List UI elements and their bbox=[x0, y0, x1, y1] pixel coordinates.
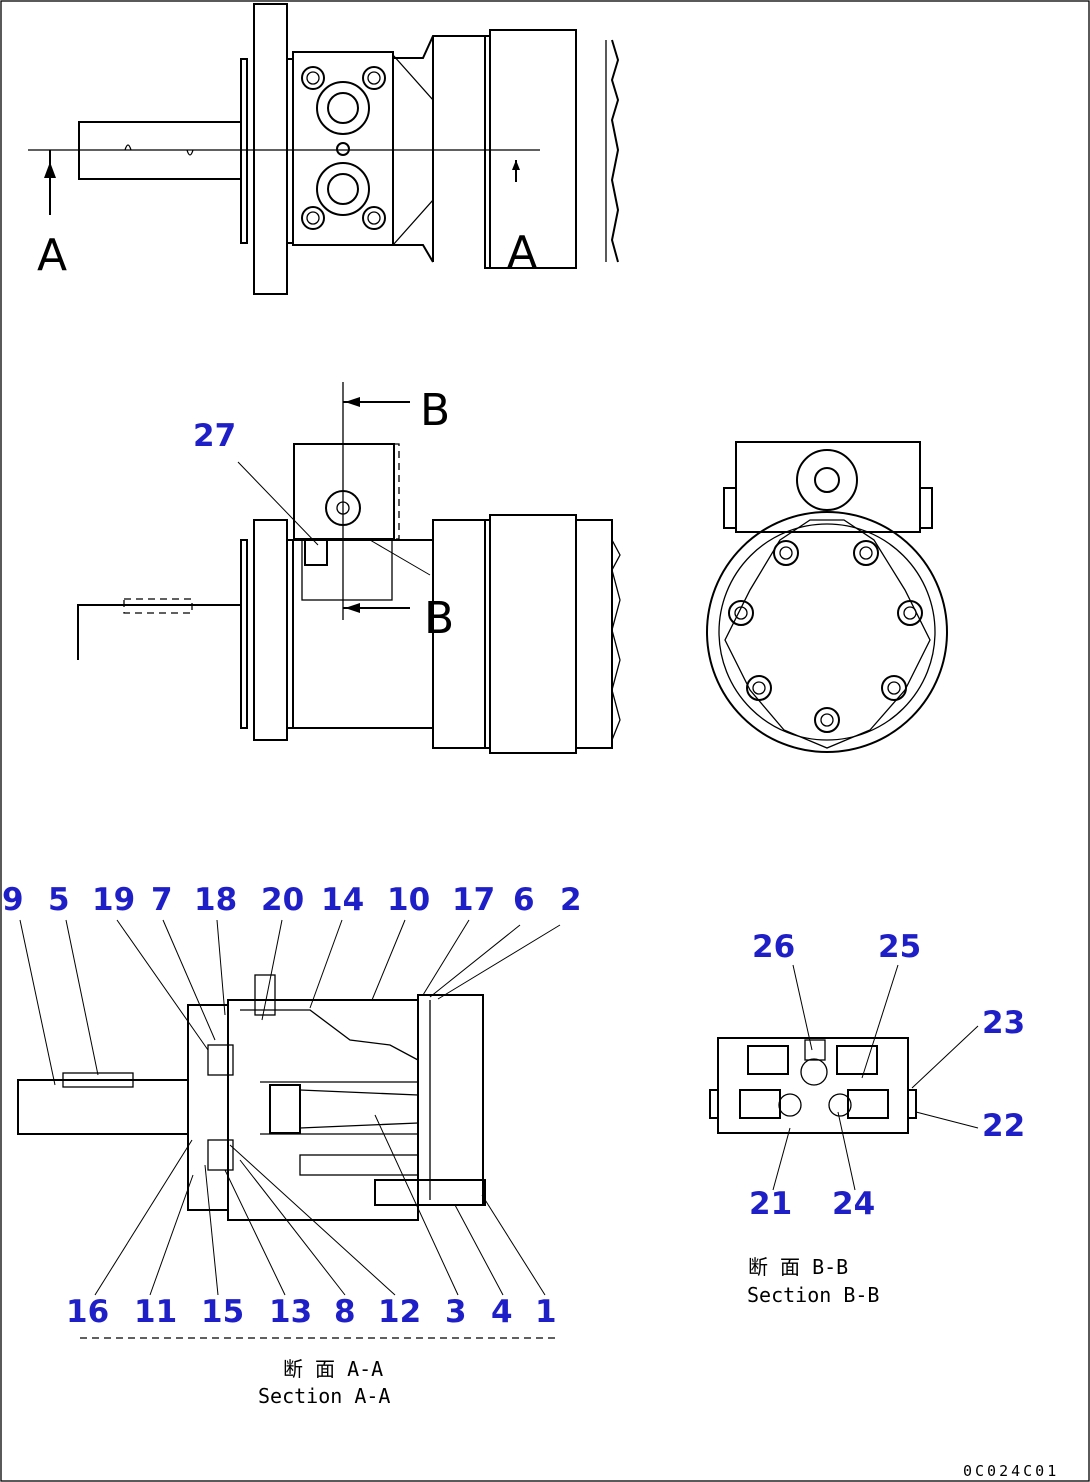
aa-motor-end bbox=[417, 994, 484, 1206]
section-b-marker-top: B bbox=[420, 385, 450, 436]
callout-5: 5 bbox=[48, 882, 70, 918]
callout-3: 3 bbox=[445, 1294, 467, 1330]
callout-27: 27 bbox=[193, 418, 236, 454]
callout-8: 8 bbox=[334, 1294, 356, 1330]
top-view: A A bbox=[28, 3, 620, 295]
callout-20: 20 bbox=[261, 882, 304, 918]
section-aa: 9 5 19 7 18 20 14 10 17 6 2 16 11 15 13 … bbox=[2, 882, 582, 1408]
top-leader-lines bbox=[19, 919, 561, 1086]
callout-22: 22 bbox=[982, 1108, 1025, 1144]
callout-11: 11 bbox=[134, 1294, 177, 1330]
callout-25: 25 bbox=[878, 929, 921, 965]
drawing-code: 0C024C01 bbox=[963, 1462, 1059, 1480]
section-a-marker-right: A bbox=[507, 227, 537, 278]
section-a-marker-left: A bbox=[37, 230, 67, 281]
callout-17: 17 bbox=[452, 882, 495, 918]
bottom-leader-lines bbox=[94, 1114, 546, 1296]
callout-10: 10 bbox=[387, 882, 430, 918]
aa-housing bbox=[227, 999, 419, 1221]
callout-2: 2 bbox=[560, 882, 582, 918]
callout-21: 21 bbox=[749, 1186, 792, 1222]
callout-6: 6 bbox=[513, 882, 535, 918]
bb-valve-body bbox=[717, 1037, 909, 1134]
top-valve-block bbox=[292, 51, 394, 246]
callout-4: 4 bbox=[491, 1294, 513, 1330]
callout-13: 13 bbox=[269, 1294, 312, 1330]
top-flange-lip bbox=[240, 58, 248, 244]
section-bb-title-en: Section B-B bbox=[747, 1283, 879, 1307]
callout-18: 18 bbox=[194, 882, 237, 918]
aa-shaft bbox=[17, 1079, 189, 1135]
top-flange bbox=[253, 3, 288, 295]
callout-16: 16 bbox=[66, 1294, 109, 1330]
end-valve-block bbox=[735, 441, 921, 533]
section-aa-title-en: Section A-A bbox=[258, 1384, 390, 1408]
section-aa-title-jp: 断 面 A-A bbox=[283, 1357, 383, 1381]
section-b-marker-bottom: B bbox=[424, 593, 454, 644]
callout-9: 9 bbox=[2, 882, 24, 918]
end-view bbox=[706, 441, 948, 753]
callout-15: 15 bbox=[201, 1294, 244, 1330]
callout-26: 26 bbox=[752, 929, 795, 965]
callout-14: 14 bbox=[321, 882, 364, 918]
callout-7: 7 bbox=[151, 882, 173, 918]
section-bb-title-jp: 断 面 B-B bbox=[748, 1255, 848, 1279]
callout-23: 23 bbox=[982, 1005, 1025, 1041]
end-motor-outer bbox=[706, 511, 948, 753]
callout-19: 19 bbox=[92, 882, 135, 918]
end-bolts bbox=[728, 540, 923, 733]
section-bb: 26 25 23 22 21 24 断 面 B-B Section B-B bbox=[709, 929, 1025, 1307]
callout-1: 1 bbox=[535, 1294, 557, 1330]
side-flange bbox=[253, 519, 288, 741]
callout-12: 12 bbox=[378, 1294, 421, 1330]
callout-24: 24 bbox=[832, 1186, 875, 1222]
side-motor-body bbox=[489, 514, 577, 754]
bb-leader-lines bbox=[772, 964, 979, 1191]
top-motor-body bbox=[489, 29, 577, 269]
side-view: B B 27 bbox=[77, 382, 621, 754]
